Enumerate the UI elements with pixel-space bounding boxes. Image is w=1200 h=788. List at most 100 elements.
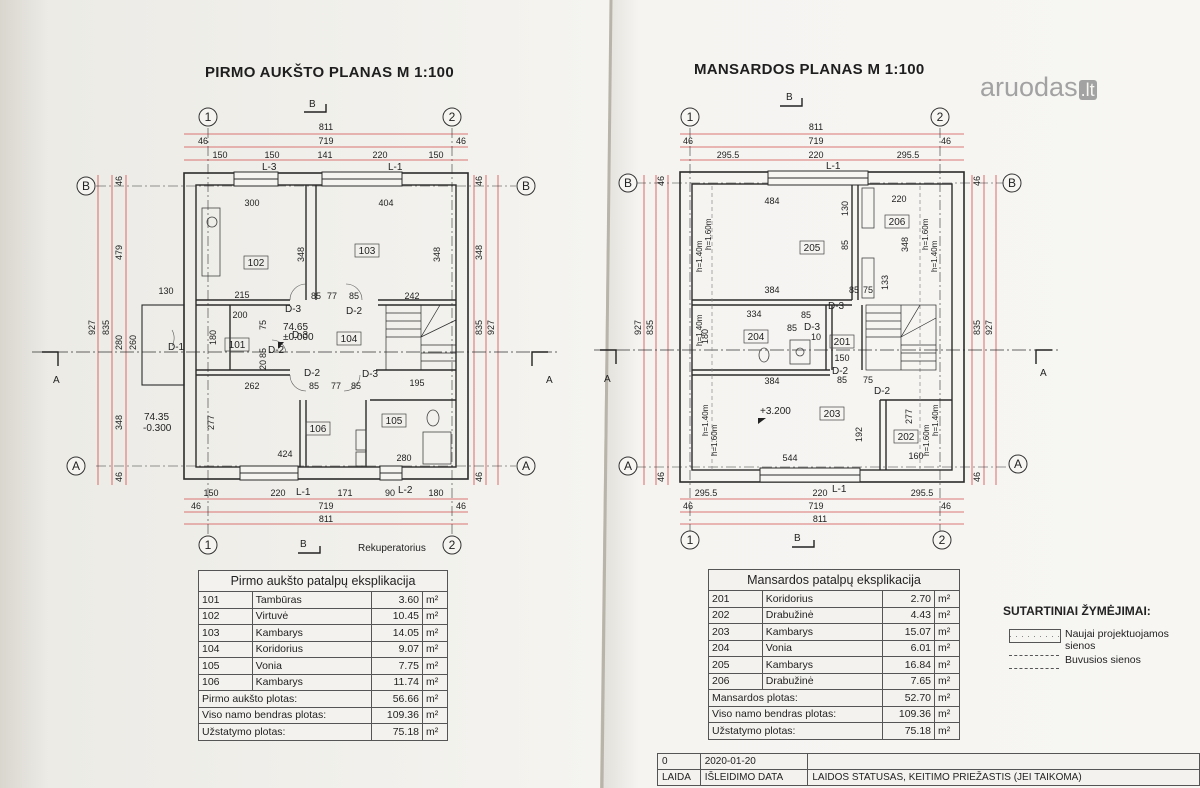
first-inner-dims: 300 404 348 348 215 85 77 85 242 200 75 … — [158, 198, 442, 463]
svg-text:L-1: L-1 — [832, 484, 847, 495]
svg-text:719: 719 — [318, 136, 333, 146]
svg-text:85: 85 — [311, 291, 321, 301]
attic-section-letters: A A B B — [604, 92, 1047, 544]
svg-text:927: 927 — [633, 320, 643, 335]
svg-text:927: 927 — [984, 320, 994, 335]
legend-title: SUTARTINIAI ŽYMĖJIMAI: — [1003, 604, 1151, 618]
svg-text:719: 719 — [808, 501, 823, 511]
svg-text:85: 85 — [849, 285, 859, 295]
svg-text:75: 75 — [863, 285, 873, 295]
svg-text:77: 77 — [327, 291, 337, 301]
svg-text:46: 46 — [972, 472, 982, 482]
svg-text:B: B — [82, 179, 90, 193]
svg-text:A: A — [546, 375, 553, 386]
svg-text:404: 404 — [378, 198, 393, 208]
svg-text:348: 348 — [474, 245, 484, 260]
svg-text:479: 479 — [114, 245, 124, 260]
svg-text:h=1.60m: h=1.60m — [704, 218, 713, 250]
svg-text:220: 220 — [372, 150, 387, 160]
svg-text:A: A — [624, 459, 632, 473]
svg-text:180: 180 — [700, 329, 710, 344]
paper-fold — [600, 0, 613, 788]
svg-text:46: 46 — [474, 176, 484, 186]
svg-text:46: 46 — [941, 136, 951, 146]
svg-text:348: 348 — [432, 247, 442, 262]
svg-text:20: 20 — [258, 360, 268, 370]
svg-text:277: 277 — [904, 409, 914, 424]
svg-text:719: 719 — [808, 136, 823, 146]
level-arrow-icon — [278, 342, 284, 349]
svg-text:102: 102 — [248, 258, 265, 269]
svg-text:46: 46 — [456, 136, 466, 146]
attic-grid-bubbles — [618, 107, 1028, 550]
svg-text:927: 927 — [486, 320, 496, 335]
svg-text:220: 220 — [812, 488, 827, 498]
svg-text:D-1: D-1 — [168, 342, 185, 353]
svg-text:46: 46 — [456, 501, 466, 511]
svg-text:2: 2 — [449, 110, 456, 124]
first-grid-bubbles — [66, 107, 536, 555]
first-windows — [233, 171, 403, 481]
svg-text:D-3: D-3 — [804, 322, 821, 333]
svg-text:130: 130 — [158, 286, 173, 296]
svg-text:103: 103 — [359, 246, 376, 257]
svg-text:85: 85 — [258, 348, 268, 358]
svg-text:75: 75 — [258, 320, 268, 330]
svg-text:B: B — [624, 176, 632, 190]
svg-text:835: 835 — [972, 320, 982, 335]
svg-text:h=1.40m: h=1.40m — [701, 404, 710, 436]
svg-text:195: 195 — [409, 378, 424, 388]
svg-text:85: 85 — [351, 381, 361, 391]
svg-text:927: 927 — [87, 320, 97, 335]
svg-text:B: B — [794, 533, 801, 544]
svg-text:203: 203 — [824, 409, 841, 420]
svg-text:74.65: 74.65 — [283, 322, 308, 333]
svg-text:295.5: 295.5 — [897, 150, 920, 160]
svg-text:1: 1 — [205, 538, 212, 552]
svg-text:L-1: L-1 — [388, 162, 403, 173]
attic-room-tags — [743, 214, 919, 444]
svg-text:L-1: L-1 — [296, 487, 311, 498]
svg-text:46: 46 — [191, 501, 201, 511]
svg-text:46: 46 — [114, 472, 124, 482]
svg-text:2: 2 — [939, 533, 946, 547]
table-title: Pirmo aukšto patalpų eksplikacija — [198, 570, 448, 592]
svg-text:B: B — [786, 92, 793, 103]
attic-inner-dims: 484 220 130 85 348 384 85 75 334 180 85 … — [700, 194, 924, 463]
svg-text:811: 811 — [813, 514, 827, 524]
svg-text:46: 46 — [114, 176, 124, 186]
first-room-numbers: 102 103 101 104 106 105 — [229, 246, 403, 435]
svg-text:171: 171 — [337, 488, 352, 498]
svg-text:811: 811 — [319, 122, 333, 132]
svg-text:334: 334 — [746, 309, 761, 319]
svg-text:±0.000: ±0.000 — [283, 332, 314, 343]
svg-text:75: 75 — [863, 375, 873, 385]
svg-text:B: B — [300, 539, 307, 550]
svg-text:A: A — [1040, 368, 1047, 379]
svg-text:h=1.40m: h=1.40m — [931, 404, 940, 436]
attic-height-marks: h=1.40m h=1.60m h=1.40m h=1.60m h=1.40m … — [695, 218, 940, 456]
svg-text:200: 200 — [232, 310, 247, 320]
svg-text:85: 85 — [840, 240, 850, 250]
svg-text:85: 85 — [349, 291, 359, 301]
svg-text:85: 85 — [309, 381, 319, 391]
svg-text:544: 544 — [782, 453, 797, 463]
svg-text:719: 719 — [318, 501, 333, 511]
svg-text:D-3: D-3 — [362, 369, 379, 380]
svg-text:46: 46 — [972, 176, 982, 186]
watermark-tld: .lt — [1078, 80, 1097, 100]
svg-text:h=1.60m: h=1.60m — [710, 424, 719, 456]
svg-text:B: B — [522, 179, 530, 193]
first-vertical-dims: 46 479 927 835 280 260 348 46 46 348 927… — [87, 176, 496, 482]
attic-stairs — [865, 304, 937, 371]
